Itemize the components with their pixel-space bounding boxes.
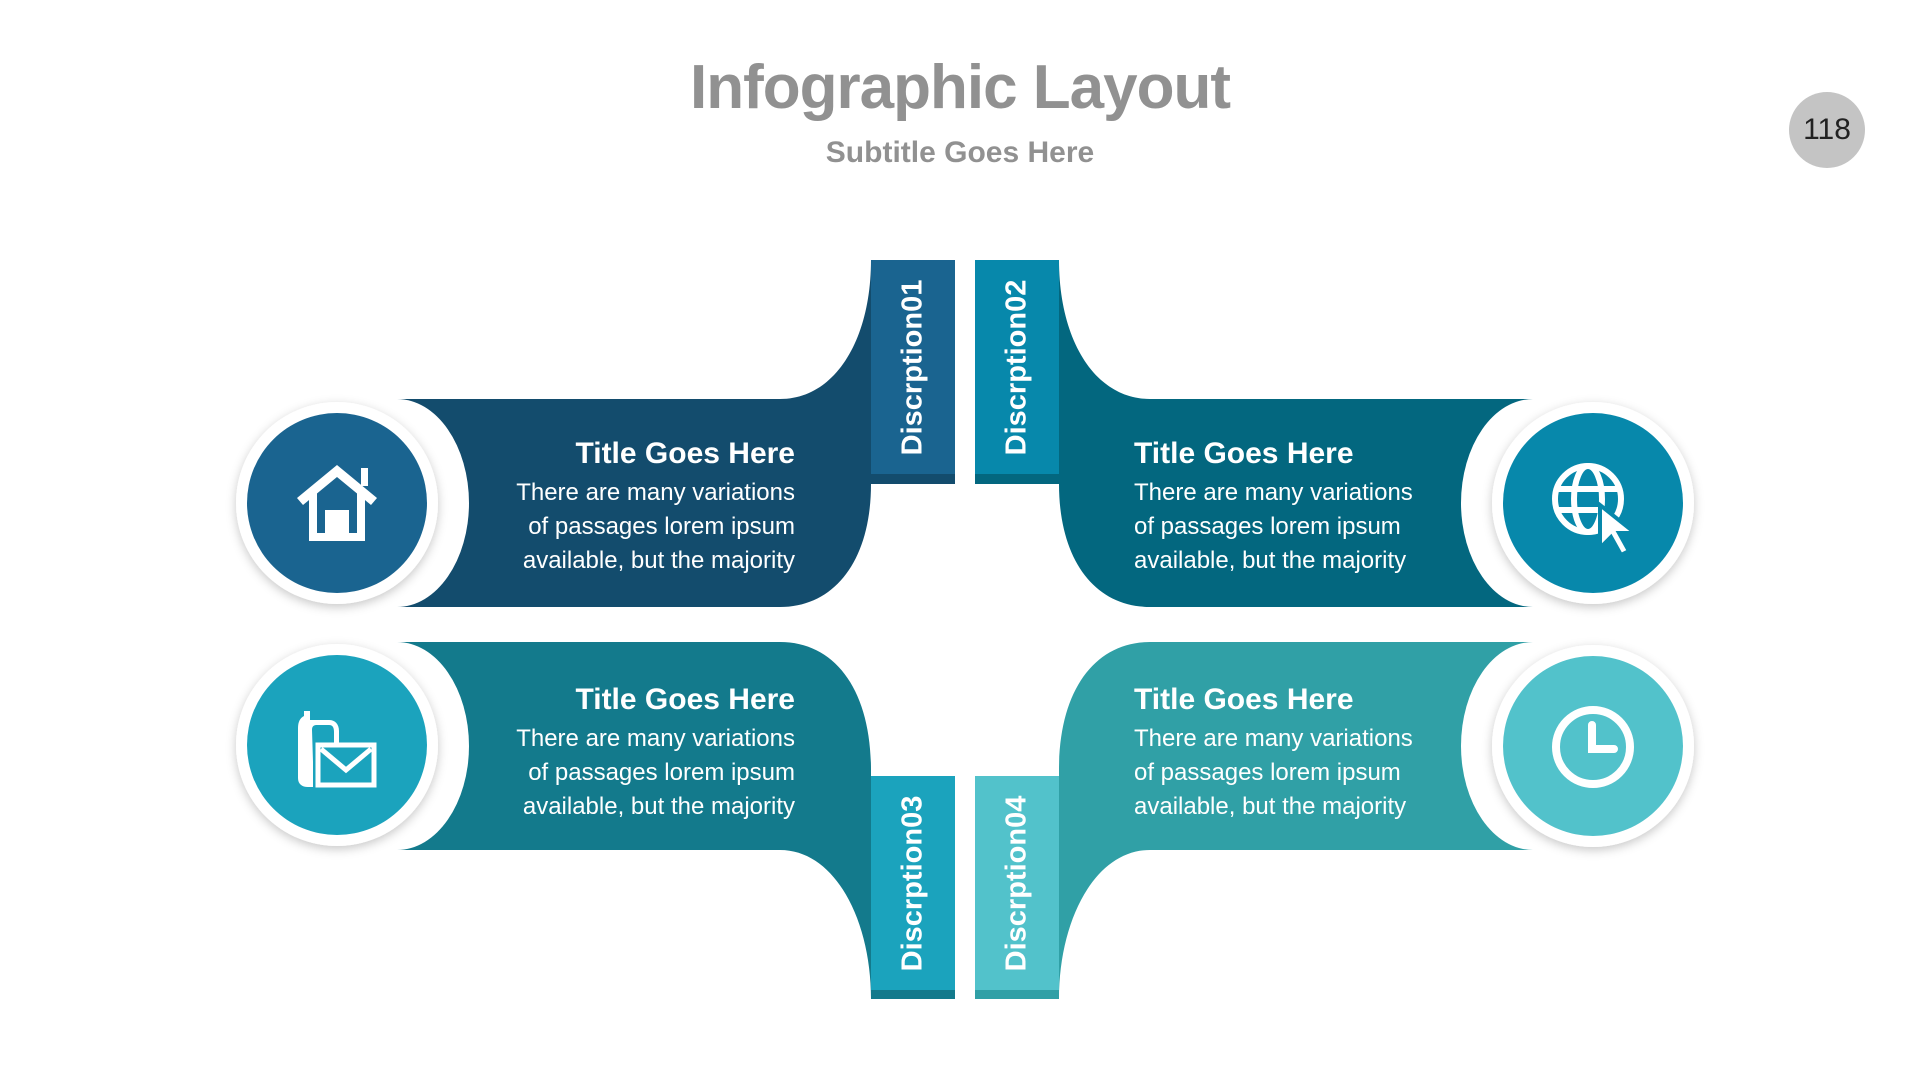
item-3-body-line: of passages lorem ipsum — [528, 759, 795, 786]
item-1-icon-circle — [236, 402, 438, 604]
item-4-tab — [975, 776, 1059, 999]
item-2-title: Title Goes Here — [1134, 437, 1354, 470]
item-4-tab-label: Discrption04 — [1000, 795, 1033, 971]
cursor-icon — [1598, 500, 1641, 558]
item-3-body-line: There are many variations — [516, 725, 795, 752]
item-3-icon-circle — [236, 644, 438, 846]
item-1-text: Title Goes Here There are many variation… — [475, 436, 795, 578]
page-number-badge: 118 — [1789, 92, 1865, 168]
page-subtitle: Subtitle Goes Here — [825, 136, 1095, 169]
item-2-band — [1059, 260, 1533, 607]
item-4-body-line: available, but the majority — [1134, 793, 1407, 820]
item-3-body-line: available, but the majority — [522, 793, 795, 820]
item-1-tab-label: Discrption01 — [896, 279, 929, 455]
item-3-band — [397, 642, 871, 999]
page-title: Infographic Layout — [690, 53, 1231, 122]
item-1-tab — [871, 260, 955, 484]
item-1-body-line: available, but the majority — [522, 547, 795, 574]
item-4-title: Title Goes Here — [1134, 683, 1354, 716]
item-3-text: Title Goes Here There are many variation… — [475, 682, 795, 824]
item-4-text: Title Goes Here There are many variation… — [1134, 682, 1454, 824]
item-3-title: Title Goes Here — [575, 683, 795, 716]
item-4-body-line: There are many variations — [1134, 725, 1413, 752]
item-3-tab — [871, 776, 955, 999]
home-icon — [297, 465, 377, 541]
item-1-band — [397, 260, 871, 607]
item-3-tab-label: Discrption03 — [896, 795, 929, 971]
item-4-band — [1059, 642, 1533, 999]
item-2-text: Title Goes Here There are many variation… — [1134, 436, 1454, 578]
item-1-body-line: of passages lorem ipsum — [528, 513, 795, 540]
item-2-body-line: available, but the majority — [1134, 547, 1407, 574]
item-2-tab — [975, 260, 1059, 484]
item-2-tab-label: Discrption02 — [1000, 279, 1033, 455]
item-2-body-line: There are many variations — [1134, 479, 1413, 506]
item-4-body-line: of passages lorem ipsum — [1134, 759, 1401, 786]
phone-mail-icon — [298, 711, 377, 788]
item-4-icon-circle — [1492, 645, 1694, 847]
page-number: 118 — [1803, 113, 1851, 146]
item-1-body-line: There are many variations — [516, 479, 795, 506]
clock-icon — [1552, 706, 1634, 788]
globe-cursor-icon — [1552, 463, 1624, 535]
item-2-body-line: of passages lorem ipsum — [1134, 513, 1401, 540]
item-2-icon-circle — [1492, 402, 1694, 604]
item-1-title: Title Goes Here — [575, 437, 795, 470]
